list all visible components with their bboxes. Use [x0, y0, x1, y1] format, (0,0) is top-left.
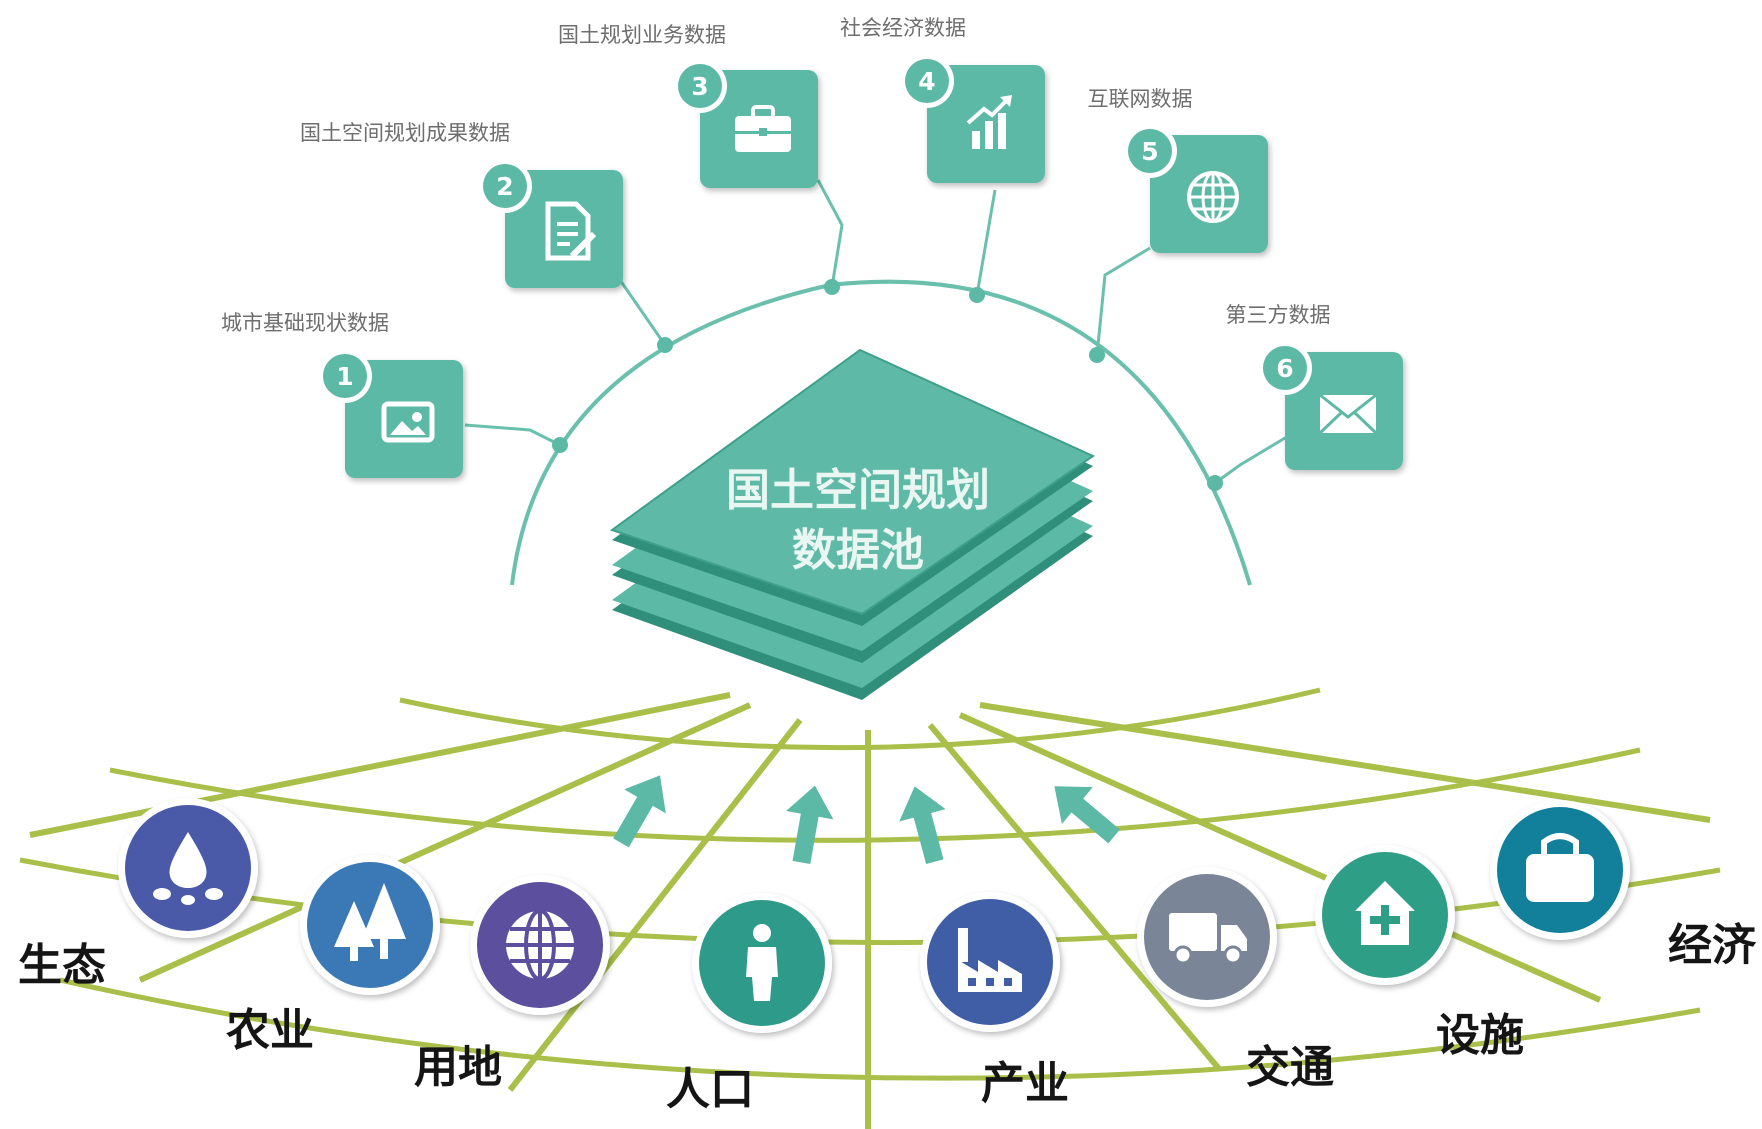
center-title-line1: 国土空间规划	[726, 465, 990, 516]
arrow-icon	[786, 785, 834, 864]
number-badge	[1263, 346, 1307, 390]
data-source-2: 国土空间规划成果数据 2	[300, 121, 623, 288]
number-badge	[1128, 129, 1172, 173]
category-4: 产业	[920, 892, 1069, 1109]
data-source-label: 城市基础现状数据	[221, 311, 389, 335]
bar-chart-growth-icon	[966, 95, 1012, 149]
data-source-5: 互联网数据 5	[1088, 87, 1268, 253]
category-label: 用地	[414, 1042, 502, 1093]
data-source-label: 互联网数据	[1088, 87, 1193, 111]
category-label: 设施	[1436, 1010, 1524, 1061]
data-source-number: 3	[691, 72, 708, 101]
briefcase-icon	[735, 105, 791, 152]
data-source-6: 第三方数据 6	[1226, 303, 1403, 470]
data-source-label: 社会经济数据	[840, 16, 966, 40]
data-source-box	[1150, 135, 1268, 253]
source-connectors	[464, 179, 1291, 485]
data-source-label: 国土规划业务数据	[558, 23, 726, 47]
data-source-1: 城市基础现状数据 1	[221, 311, 463, 478]
data-source-4: 社会经济数据 4	[840, 16, 1045, 183]
document-edit-icon	[545, 201, 597, 261]
flow-arrows	[613, 775, 1120, 865]
globe-icon	[1187, 171, 1239, 223]
category-label: 生态	[18, 940, 106, 991]
category-2: 用地	[414, 875, 610, 1093]
trees-icon	[334, 883, 406, 961]
globe-icon	[506, 909, 574, 981]
water-drop-icon	[153, 832, 223, 905]
category-circle	[927, 899, 1053, 1025]
factory-icon	[958, 928, 1022, 992]
number-badge	[905, 59, 949, 103]
data-source-number: 4	[918, 67, 935, 96]
category-6: 设施	[1315, 845, 1524, 1061]
category-3: 人口	[666, 893, 832, 1115]
truck-icon	[1169, 913, 1247, 965]
arrow-icon	[899, 786, 946, 865]
bag-icon	[1526, 833, 1594, 902]
number-badge	[678, 64, 722, 108]
category-7: 经济	[1490, 800, 1757, 971]
house-plus-icon	[1355, 881, 1415, 945]
category-label: 农业	[226, 1005, 314, 1056]
category-0: 生态	[18, 798, 258, 991]
category-label: 经济	[1668, 920, 1757, 971]
category-1: 农业	[226, 855, 440, 1056]
category-label: 交通	[1246, 1042, 1334, 1093]
data-source-box	[505, 170, 623, 288]
grid-radials	[29, 692, 1711, 1129]
data-source-number: 5	[1141, 137, 1158, 166]
image-icon	[381, 401, 435, 443]
data-source-label: 第三方数据	[1226, 303, 1331, 327]
connector-dots	[552, 279, 1223, 491]
data-source-number: 2	[496, 172, 513, 201]
center-title-line2: 数据池	[792, 525, 924, 576]
data-source-3: 国土规划业务数据 3	[558, 23, 818, 188]
category-label: 产业	[981, 1058, 1069, 1109]
envelope-icon	[1318, 393, 1378, 435]
person-icon	[746, 924, 778, 1001]
data-source-number: 1	[336, 362, 353, 391]
data-source-box	[345, 360, 463, 478]
category-5: 交通	[1137, 867, 1334, 1093]
central-data-pool: 国土空间规划 数据池	[609, 348, 1096, 700]
arrow-icon	[613, 775, 666, 848]
category-label: 人口	[666, 1064, 754, 1115]
data-source-number: 6	[1276, 354, 1293, 383]
data-sources: 城市基础现状数据 1 国土空间规划成果数据 2 国土规划业务数据 3 社会经济数据 4 互联网数…	[221, 16, 1403, 478]
data-source-label: 国土空间规划成果数据	[300, 121, 510, 145]
number-badge	[323, 354, 367, 398]
number-badge	[483, 164, 527, 208]
arrow-icon	[1054, 786, 1120, 844]
